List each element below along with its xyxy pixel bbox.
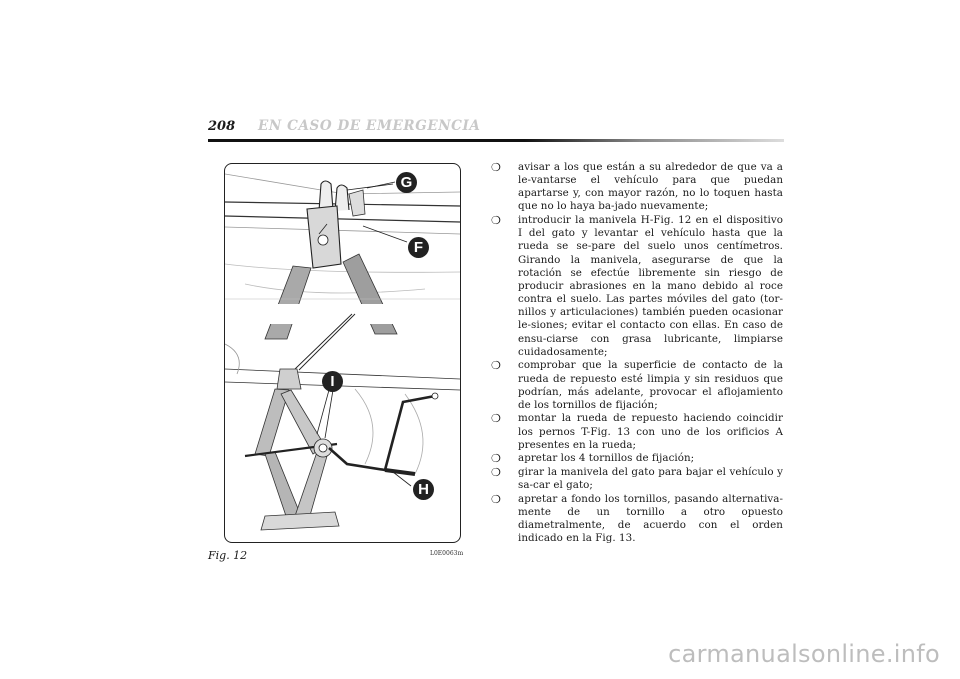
jack-drawing (225, 173, 460, 531)
instruction-item: ❍ girar la manivela del gato para bajar … (491, 466, 783, 492)
bullet-icon: ❍ (491, 359, 501, 373)
instruction-item: ❍ introducir la manivela H-Fig. 12 en el… (491, 214, 783, 359)
label-h-badge: H (413, 479, 434, 500)
instruction-text: girar la manivela del gato para bajar el… (518, 466, 783, 492)
instruction-item: ❍ comprobar que la superficie de contact… (491, 359, 783, 412)
jack-illustration: G F I H (224, 163, 461, 543)
instruction-text: apretar a fondo los tornillos, pasando a… (518, 492, 783, 545)
instruction-text: comprobar que la superficie de contacto … (518, 359, 783, 411)
instruction-text: avisar a los que están a su alrededor de… (518, 161, 783, 213)
header-rule (208, 139, 784, 142)
watermark: carmanualsonline.info (668, 640, 940, 668)
instruction-list: ❍ avisar a los que están a su alrededor … (491, 161, 783, 546)
page-number: 208 (208, 119, 236, 134)
instruction-item: ❍ apretar los 4 tornillos de fijación; (491, 452, 783, 465)
label-i-badge: I (322, 371, 343, 392)
instruction-item: ❍ montar la rueda de repuesto haciendo c… (491, 412, 783, 451)
bullet-icon: ❍ (491, 492, 501, 506)
bullet-icon: ❍ (491, 161, 501, 174)
section-title: EN CASO DE EMERGENCIA (258, 118, 481, 134)
figure-caption: Fig. 12 (208, 549, 248, 562)
bullet-icon: ❍ (491, 452, 501, 466)
bullet-icon: ❍ (491, 412, 501, 426)
label-g-badge: G (396, 172, 417, 193)
instruction-text: apretar los 4 tornillos de fijación; (518, 452, 695, 465)
instruction-text: montar la rueda de repuesto haciendo coi… (518, 412, 783, 451)
jack-full-view (225, 343, 460, 531)
instruction-item: ❍ apretar a fondo los tornillos, pasando… (491, 493, 783, 546)
instruction-item: ❍ avisar a los que están a su alrededor … (491, 161, 783, 214)
bullet-icon: ❍ (491, 466, 501, 480)
label-f-badge: F (408, 237, 429, 258)
figure-code: L0E0063m (430, 550, 464, 557)
bullet-icon: ❍ (491, 214, 501, 228)
instruction-text: introducir la manivela H-Fig. 12 en el d… (518, 214, 783, 358)
